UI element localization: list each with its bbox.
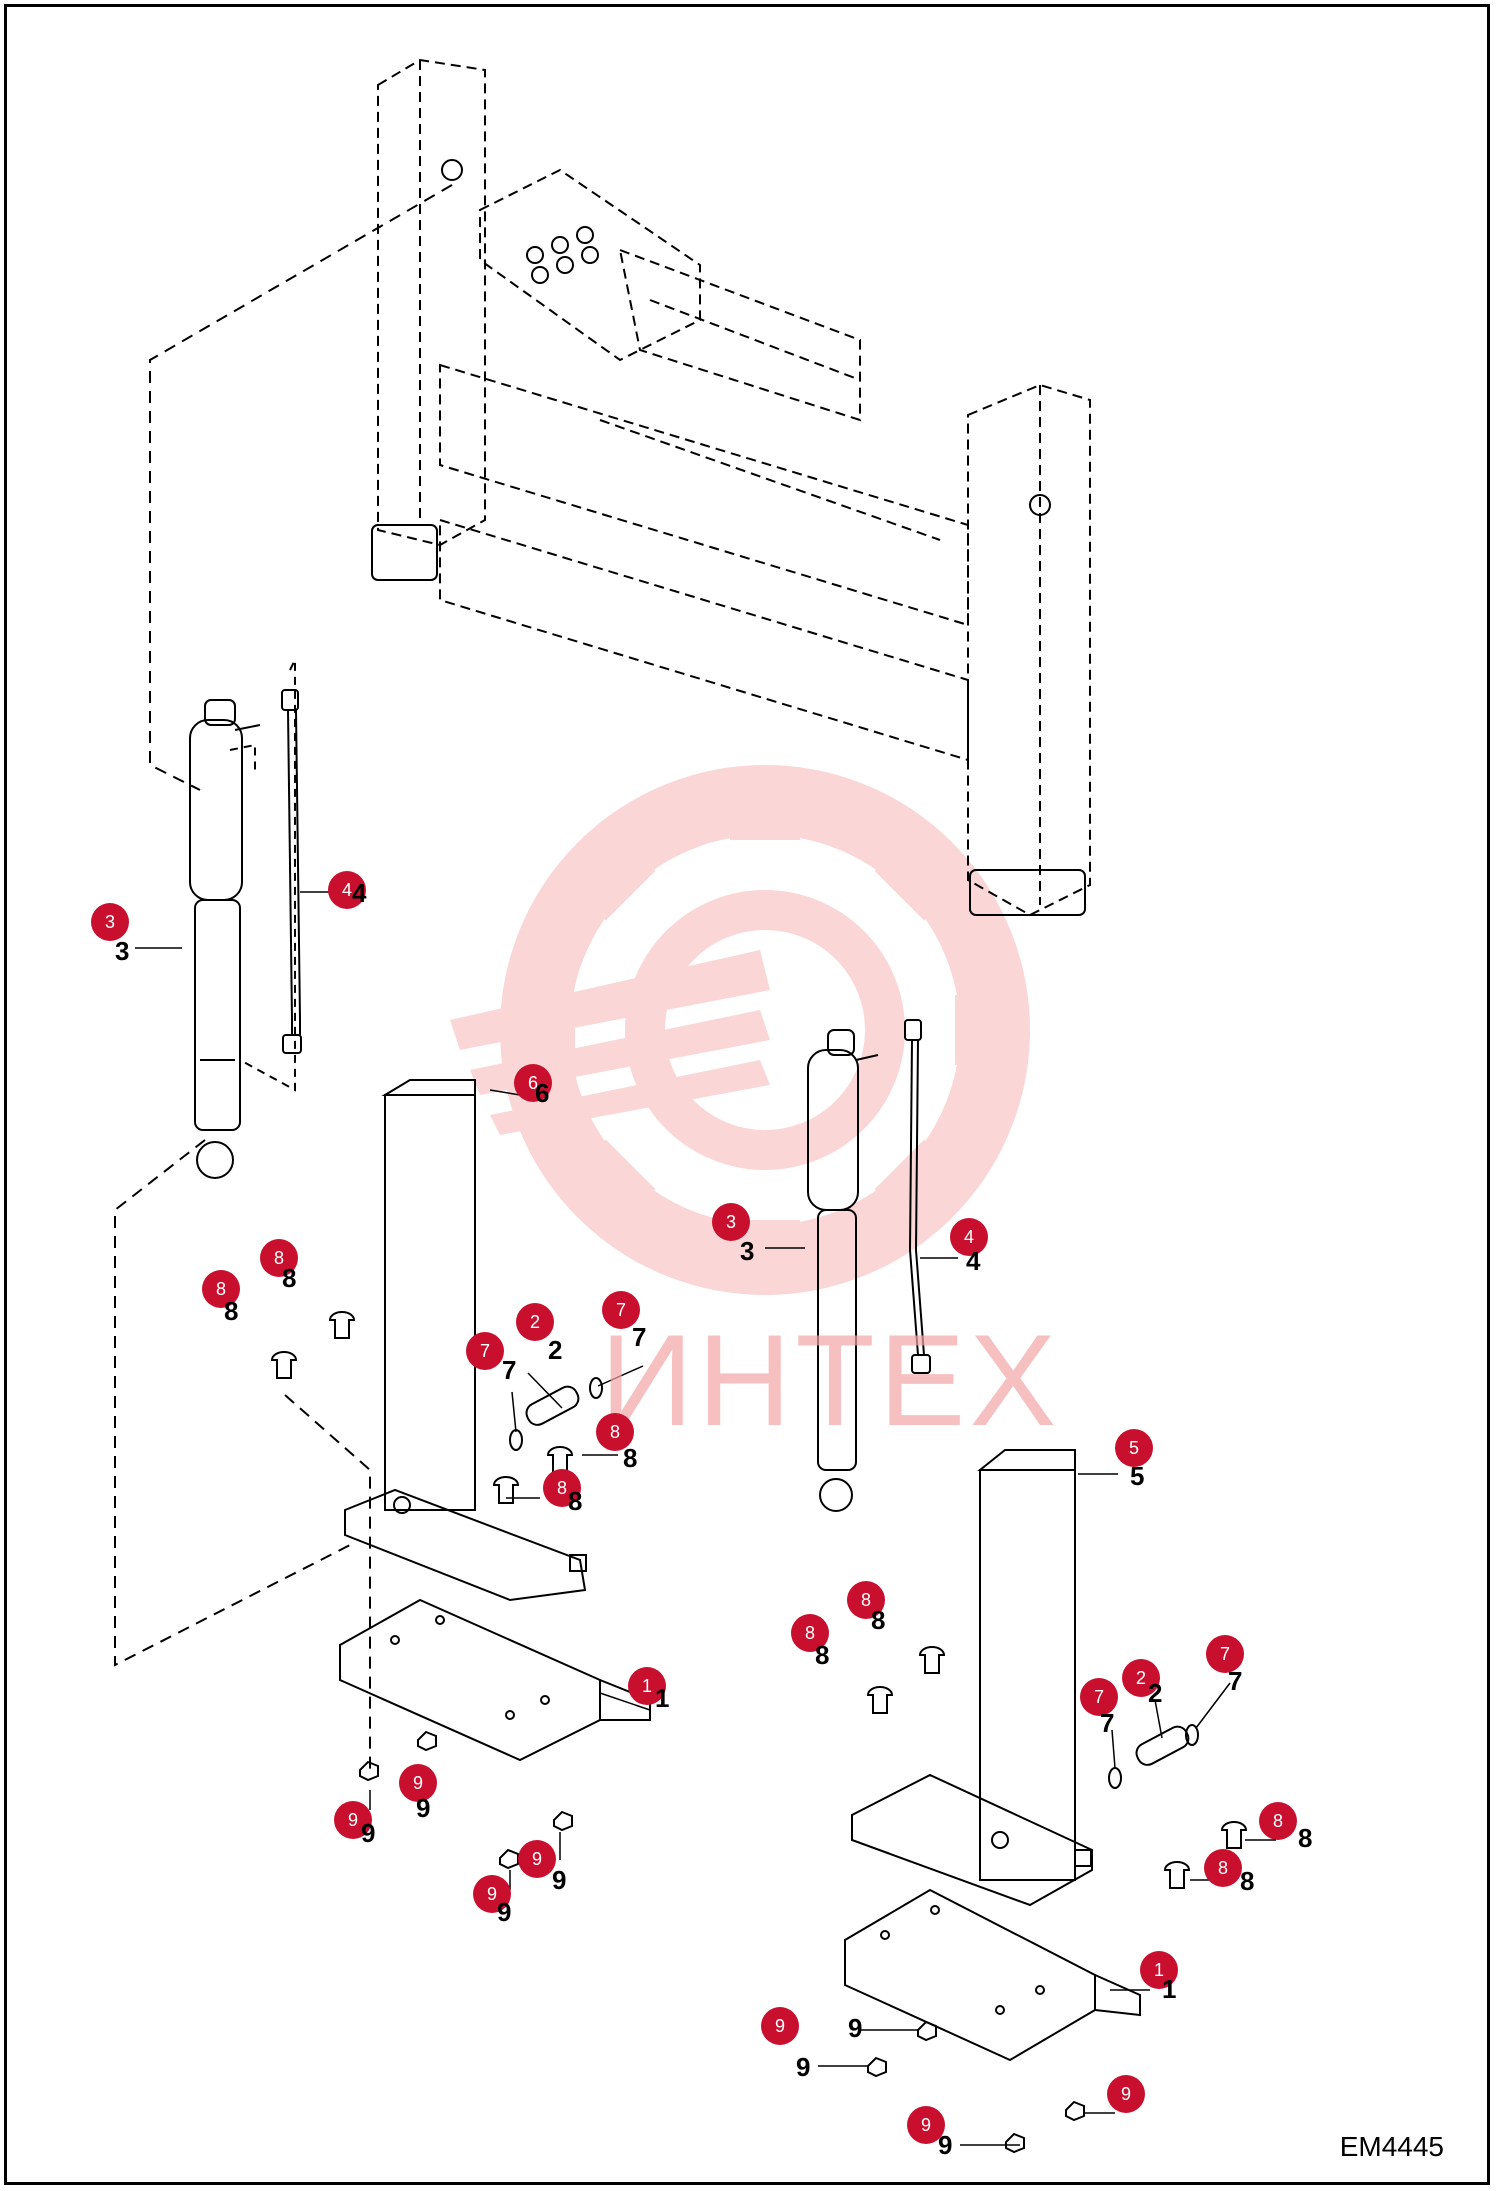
callout-part-9[interactable]: 9	[1107, 2075, 1145, 2113]
ring-right-b	[1185, 1724, 1199, 1746]
part-number-label: 8	[1240, 1866, 1255, 1896]
callout-part-9[interactable]: 9	[761, 2007, 799, 2045]
drawing-code: EM4445	[1339, 2131, 1444, 2162]
part-number-label: 9	[552, 1865, 567, 1895]
assembly-guide-lines	[114, 184, 453, 1775]
ring-left-a	[509, 1429, 523, 1451]
ring-right-a	[1108, 1767, 1122, 1789]
watermark-text: ИНТЕХ	[600, 1307, 1061, 1453]
pin-right	[1135, 1725, 1190, 1766]
callout-part-1[interactable]: 1	[1140, 1951, 1178, 1989]
part-number-label: 7	[632, 1322, 647, 1352]
hydraulic-cylinder-right	[807, 1029, 879, 1512]
callout-part-9[interactable]: 9	[399, 1764, 437, 1802]
callout-part-9[interactable]: 9	[334, 1801, 372, 1839]
callout-part-2[interactable]: 2	[516, 1303, 554, 1341]
bolts-left	[270, 1311, 574, 1504]
callout-part-6[interactable]: 6	[514, 1064, 552, 1102]
callout-part-1[interactable]: 1	[628, 1667, 666, 1705]
part-number-label: 8	[224, 1296, 239, 1326]
part-number-label: 7	[502, 1355, 517, 1385]
part-number-label: 6	[535, 1078, 550, 1108]
base-plate-right	[844, 1888, 1141, 2062]
support-post-left	[344, 1079, 587, 1602]
callout-part-8[interactable]: 8	[260, 1239, 298, 1277]
part-number-label: 9	[497, 1897, 512, 1927]
part-number-label: 1	[655, 1683, 670, 1713]
callout-part-8[interactable]: 8	[543, 1469, 581, 1507]
leader-lines	[135, 891, 1276, 2146]
callout-part-8[interactable]: 8	[1259, 1802, 1297, 1840]
part-number-label: 8	[1298, 1823, 1313, 1853]
callout-part-4[interactable]: 4	[950, 1218, 988, 1256]
part-number-label: 7	[1228, 1666, 1243, 1696]
callout-part-9[interactable]: 9	[473, 1875, 511, 1913]
nuts-right	[867, 2020, 1085, 2154]
part-number-label: 8	[815, 1640, 830, 1670]
callout-part-8[interactable]: 8	[1204, 1849, 1242, 1887]
callout-part-8[interactable]: 8	[847, 1581, 885, 1619]
part-number-label: 3	[115, 936, 130, 966]
ring-left-b	[589, 1377, 603, 1399]
support-post-right	[851, 1449, 1093, 1907]
bolts-right	[866, 1646, 1248, 1889]
mast-frame	[377, 58, 1091, 917]
callout-part-3[interactable]: 3	[712, 1203, 750, 1241]
callout-part-7[interactable]: 7	[1080, 1678, 1118, 1716]
hydraulic-hose-left	[239, 659, 302, 1092]
part-number-label: 4	[352, 878, 367, 908]
part-number-label: 9	[796, 2052, 811, 2082]
part-number-label: 2	[548, 1335, 563, 1365]
callout-part-7[interactable]: 7	[466, 1332, 504, 1370]
part-number-label: 8	[568, 1486, 583, 1516]
part-number-label: 5	[1130, 1461, 1145, 1491]
part-number-label: 3	[740, 1236, 755, 1266]
part-number-label: 9	[416, 1793, 431, 1823]
part-number-label: 1	[1162, 1974, 1177, 2004]
part-number-label: 9	[361, 1818, 376, 1848]
pin-left	[525, 1385, 580, 1426]
part-number-label: 8	[871, 1605, 886, 1635]
base-plate-left	[339, 1598, 651, 1762]
callout-part-7[interactable]: 7	[1206, 1635, 1244, 1673]
callout-part-8[interactable]: 8	[596, 1413, 634, 1451]
mast-holes	[371, 159, 1086, 916]
part-number-label: 7	[1100, 1708, 1115, 1738]
hydraulic-hose-right	[904, 1019, 931, 1374]
part-number-label: 8	[623, 1443, 638, 1473]
callout-part-3[interactable]: 3	[91, 903, 129, 941]
part-number-label: 9	[938, 2130, 953, 2160]
callout-part-9[interactable]: 9	[518, 1840, 556, 1878]
part-number-label: 8	[282, 1263, 297, 1293]
callout-part-8[interactable]: 8	[202, 1270, 240, 1308]
part-number-label: 9	[848, 2013, 863, 2043]
callout-part-9[interactable]: 9	[907, 2106, 945, 2144]
callout-part-2[interactable]: 2	[1122, 1659, 1160, 1697]
hydraulic-cylinder-left	[189, 699, 261, 1179]
part-number-label: 2	[1148, 1678, 1163, 1708]
callout-part-5[interactable]: 5	[1115, 1429, 1153, 1467]
callout-part-7[interactable]: 7	[602, 1291, 640, 1329]
callout-part-8[interactable]: 8	[791, 1614, 829, 1652]
callout-part-4[interactable]: 4	[328, 871, 366, 909]
drawing-frame	[4, 4, 1490, 2185]
part-number-label: 4	[966, 1246, 981, 1276]
